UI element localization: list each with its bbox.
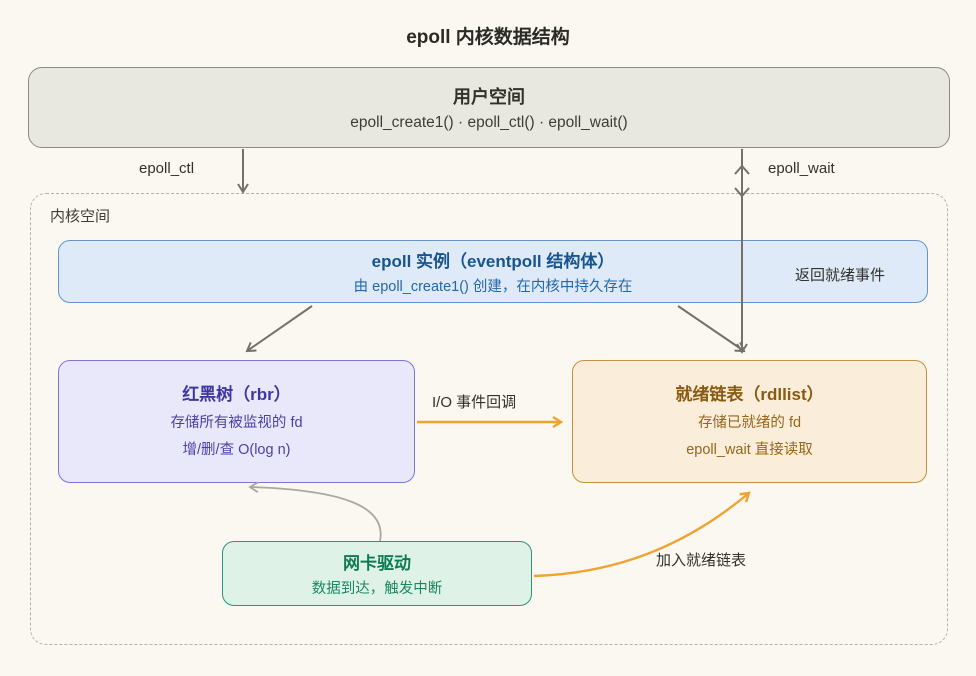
nic-driver-subtitle: 数据到达，触发中断 [311, 580, 443, 597]
rbtree-node: 红黑树（rbr） 存储所有被监视的 fd 增/删/查 O(log n) [58, 360, 415, 483]
ready-list-title: 就绪链表（rdllist） [675, 384, 824, 404]
ready-list-line2: epoll_wait 直接读取 [686, 441, 813, 458]
nic-driver-node: 网卡驱动 数据到达，触发中断 [222, 541, 532, 606]
return-ready-edge-label: 返回就绪事件 [794, 267, 885, 284]
ready-list-node: 就绪链表（rdllist） 存储已就绪的 fd epoll_wait 直接读取 [572, 360, 927, 483]
ready-list-line1: 存储已就绪的 fd [697, 414, 802, 431]
epoll-instance-node: epoll 实例（eventpoll 结构体） 由 epoll_create1(… [58, 240, 928, 303]
diagram-title: epoll 内核数据结构 [406, 27, 570, 48]
kernel-space-container [30, 193, 948, 645]
rbtree-title: 红黑树（rbr） [182, 384, 291, 404]
io-callback-edge-label: I/O 事件回调 [432, 394, 517, 411]
epoll-instance-subtitle: 由 epoll_create1() 创建，在内核中持久存在 [353, 278, 633, 295]
rbtree-line2: 增/删/查 O(log n) [182, 441, 291, 458]
epoll-instance-title: epoll 实例（eventpoll 结构体） [371, 251, 615, 271]
join-ready-edge-label: 加入就绪链表 [656, 552, 747, 569]
epoll-wait-edge-label: epoll_wait [768, 160, 835, 177]
kernel-space-label: 内核空间 [50, 208, 111, 225]
rbtree-line1: 存储所有被监视的 fd [170, 414, 303, 431]
user-space-api-list: epoll_create1() · epoll_ctl() · epoll_wa… [350, 114, 628, 131]
nic-driver-title: 网卡驱动 [343, 553, 411, 573]
user-space-box: 用户空间 epoll_create1() · epoll_ctl() · epo… [28, 67, 950, 148]
epoll-ctl-edge-label: epoll_ctl [139, 160, 195, 177]
user-space-title: 用户空间 [453, 87, 525, 107]
